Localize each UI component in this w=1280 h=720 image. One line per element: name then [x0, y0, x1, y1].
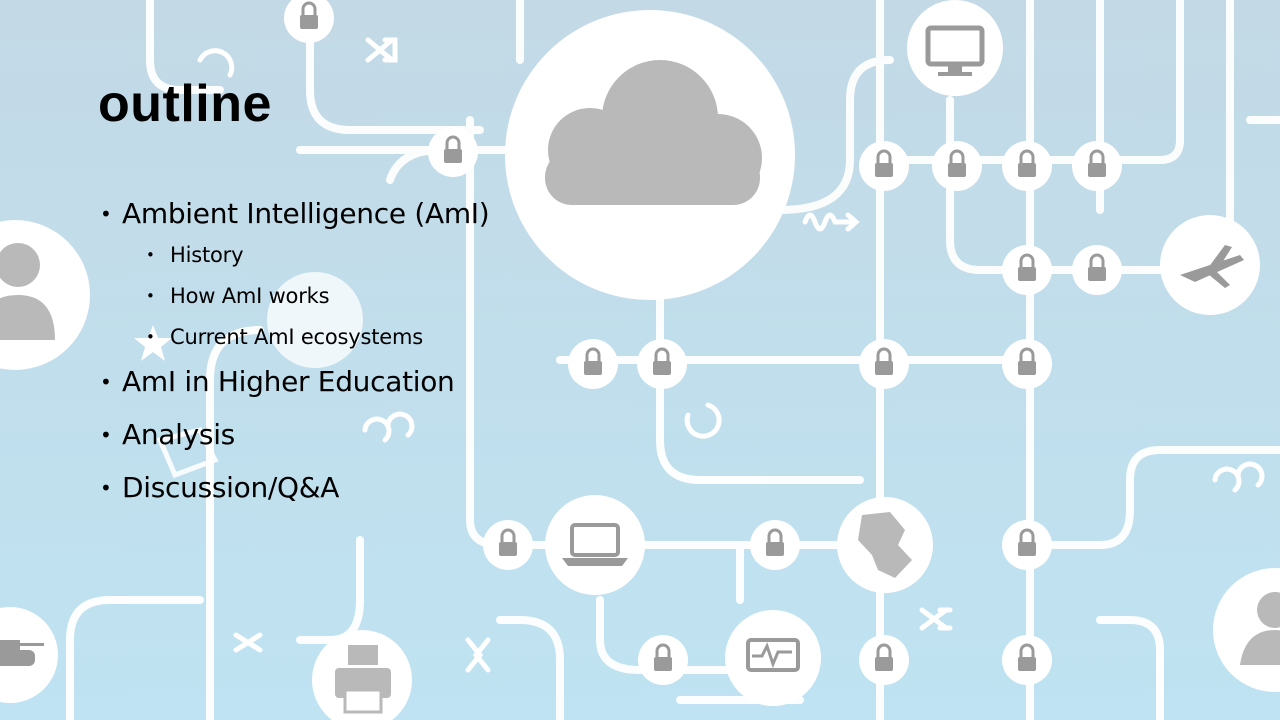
- bullet-current-ami-ecosystems: Current AmI ecosystems: [100, 322, 489, 363]
- airplane-icon: [1160, 215, 1260, 315]
- slide-title: outline: [98, 75, 272, 133]
- bullet-ambient-intelligence: Ambient Intelligence (AmI): [100, 195, 490, 248]
- wave-icon: [802, 212, 860, 232]
- laptop-icon: [545, 495, 645, 595]
- map-icon: [837, 497, 933, 593]
- person-icon: [0, 220, 90, 370]
- bullet-analysis: Analysis: [100, 416, 489, 469]
- person-icon: [1213, 568, 1280, 692]
- tank-icon: [0, 607, 58, 703]
- bullet-how-ami-works: How AmI works: [100, 281, 489, 322]
- outline-list: Ambient Intelligence (AmI) History How A…: [100, 195, 490, 522]
- bullet-history: History: [100, 240, 489, 281]
- monitor-icon: [907, 0, 1003, 96]
- bullet-ami-higher-education: AmI in Higher Education: [100, 363, 489, 416]
- printer-icon: [312, 630, 412, 720]
- shuffle-icon: [233, 37, 953, 673]
- heart-monitor-icon: [725, 610, 821, 706]
- bullet-discussion-qa: Discussion/Q&A: [100, 469, 489, 522]
- cloud-icon: [505, 10, 795, 300]
